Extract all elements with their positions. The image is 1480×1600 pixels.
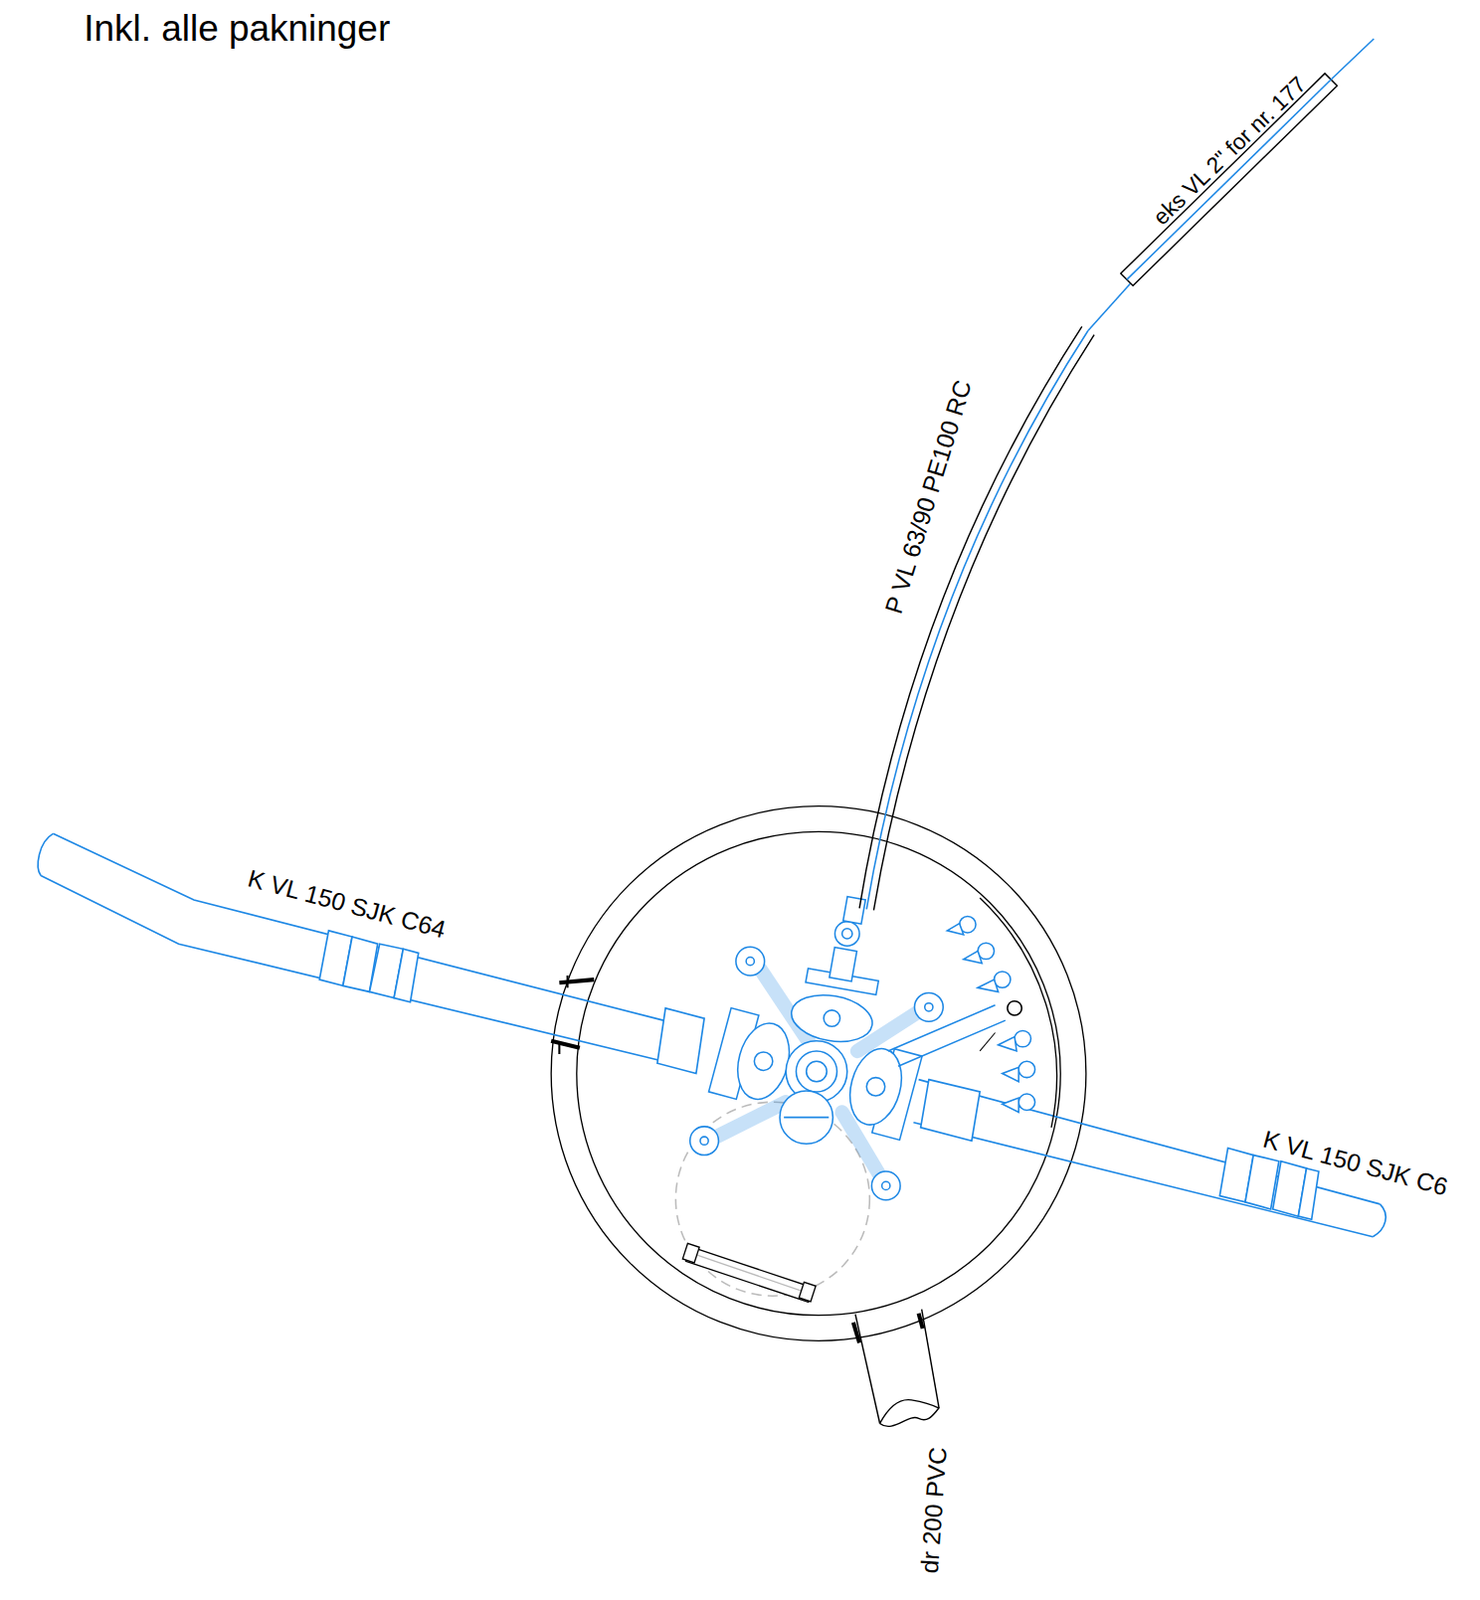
chamber-inner-wall — [576, 831, 1061, 1315]
pipe-label: K VL 150 SJK C64 — [245, 866, 449, 943]
valve-assembly — [690, 897, 1006, 1201]
chamber-outer-wall — [551, 806, 1087, 1342]
chamber-wall-sleeves — [551, 975, 594, 1055]
pvc-drain-pipe — [853, 1309, 939, 1428]
pipe-label: dr 200 PVC — [917, 1446, 950, 1575]
note-text: Inkl. alle pakninger — [83, 9, 390, 47]
service-connections — [946, 898, 1057, 1128]
main-pipe-left — [37, 833, 705, 1074]
pipe-label: eks VL 2" for nr. 177 — [1149, 72, 1311, 229]
pipe-label: P VL 63/90 PE100 RC — [881, 377, 976, 617]
ladder — [682, 1243, 816, 1302]
pe-service-pipe — [859, 38, 1374, 911]
